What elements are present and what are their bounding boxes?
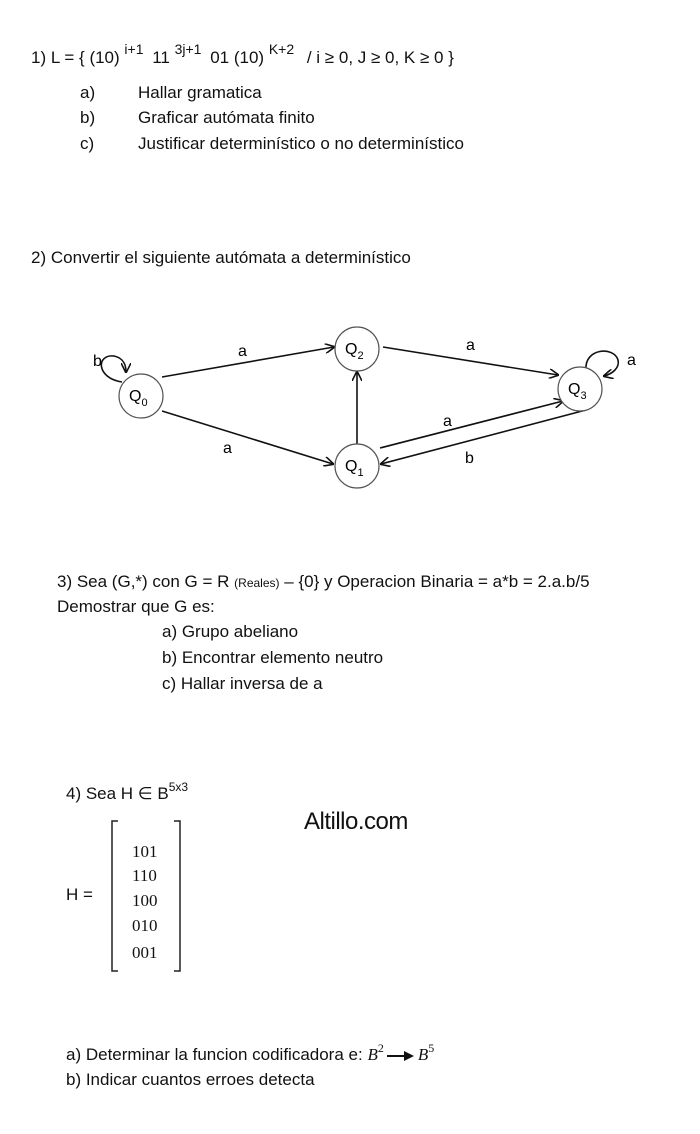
q1-suffix: / i ≥ 0, J ≥ 0, K ≥ 0 } <box>306 48 454 67</box>
q2-statement: 2) Convertir el siguiente autómata a det… <box>31 248 411 267</box>
q1-item-c-text: Justificar determinístico o no determiní… <box>138 134 464 153</box>
edge-q0-q2-label: a <box>238 343 247 360</box>
q1-exponent-1: i+1 <box>124 41 144 57</box>
edge-q1-q3-label: a <box>443 413 452 430</box>
state-q2: Q2 <box>334 326 380 372</box>
matrix-label: H = <box>66 885 93 904</box>
edge-q0-q2 <box>161 347 334 378</box>
state-q1: Q1 <box>334 443 380 489</box>
q1-mid-1: 11 <box>152 48 170 67</box>
automaton-diagram: b a a a a b a Q0 Q1 Q2 Q3 <box>93 326 636 489</box>
q1-exponent-2: 3j+1 <box>174 41 202 57</box>
edge-q1-q3 <box>379 401 563 449</box>
matrix-row-3: 100 <box>132 891 158 910</box>
edge-q0-q0-label: b <box>93 353 102 370</box>
svg-text:Q2: Q2 <box>345 341 364 362</box>
q4-item-a: a) Determinar la funcion codificadora e:… <box>66 1041 435 1065</box>
svg-text:Q1: Q1 <box>345 458 364 479</box>
q4-item-a-domain: B2 <box>367 1041 384 1064</box>
q4-statement-text: 4) Sea H ∈ B <box>66 784 169 803</box>
state-q0: Q0 <box>118 373 164 419</box>
q1-item-a-text: Hallar gramatica <box>138 83 262 102</box>
q1-item-b-text: Graficar autómata finito <box>138 108 315 127</box>
edge-q2-q3 <box>382 346 558 375</box>
q1-exponent-3: K+2 <box>268 41 295 57</box>
arrow-right-icon <box>386 1050 414 1061</box>
edge-q3-q1-label: b <box>465 450 474 467</box>
q1-item-c: c) Justificar determinístico o no determi… <box>80 134 464 154</box>
q1-language-definition: 1) L = { (10) i+1 11 3j+1 01 (10) K+2 / … <box>31 41 454 68</box>
edge-q0-q1 <box>161 410 333 464</box>
q4-item-a-codomain: B5 <box>417 1041 435 1064</box>
q3-demonstrate: Demostrar que G es: <box>57 597 215 616</box>
svg-text:Q0: Q0 <box>129 388 148 409</box>
q3-item-b: b) Encontrar elemento neutro <box>162 648 384 667</box>
q1-item-a-label: a) <box>80 83 96 102</box>
q3-item-c: c) Hallar inversa de a <box>162 674 323 693</box>
edge-q3-q3-label: a <box>627 352 636 369</box>
q3-statement-part1: 3) Sea (G,*) con G = R <box>57 572 230 591</box>
q1-item-b-label: b) <box>80 108 96 127</box>
state-q3: Q3 <box>557 366 603 412</box>
q1-item-b: b) Graficar autómata finito <box>80 108 315 128</box>
q3-item-a: a) Grupo abeliano <box>162 622 299 641</box>
edge-q0-q0 <box>100 355 126 383</box>
q4-statement-sup: 5x3 <box>168 780 189 794</box>
q1-mid-2: 01 (10) <box>210 48 265 67</box>
svg-text:Q3: Q3 <box>568 381 587 402</box>
edge-q2-q3-label: a <box>466 337 475 354</box>
q3-statement-part2: – {0} y Operacion Binaria = a*b = 2.a.b/… <box>284 572 590 591</box>
q4-item-b: b) Indicar cuantos erroes detecta <box>66 1070 315 1089</box>
matrix-row-4: 010 <box>132 916 158 935</box>
matrix-row-2: 110 <box>132 866 157 885</box>
edge-q3-q1 <box>381 409 587 464</box>
edge-q3-q3 <box>585 350 620 376</box>
matrix-row-1: 101 <box>132 842 158 861</box>
q1-item-a: a) Hallar gramatica <box>80 83 262 103</box>
q3-statement: 3) Sea (G,*) con G = R (Reales) – {0} y … <box>57 572 590 592</box>
watermark: Altillo.com <box>304 808 408 835</box>
q1-item-c-label: c) <box>80 134 95 153</box>
q3-reales-note: (Reales) <box>234 576 280 590</box>
q4-statement: 4) Sea H ∈ B5x3 <box>66 780 188 804</box>
matrix-row-5: 001 <box>132 943 158 962</box>
q1-prefix: 1) L = { (10) <box>31 48 120 67</box>
q4-item-a-text: a) Determinar la funcion codificadora e: <box>66 1045 368 1064</box>
matrix-brackets <box>111 820 181 972</box>
edge-q0-q1-label: a <box>223 440 232 457</box>
